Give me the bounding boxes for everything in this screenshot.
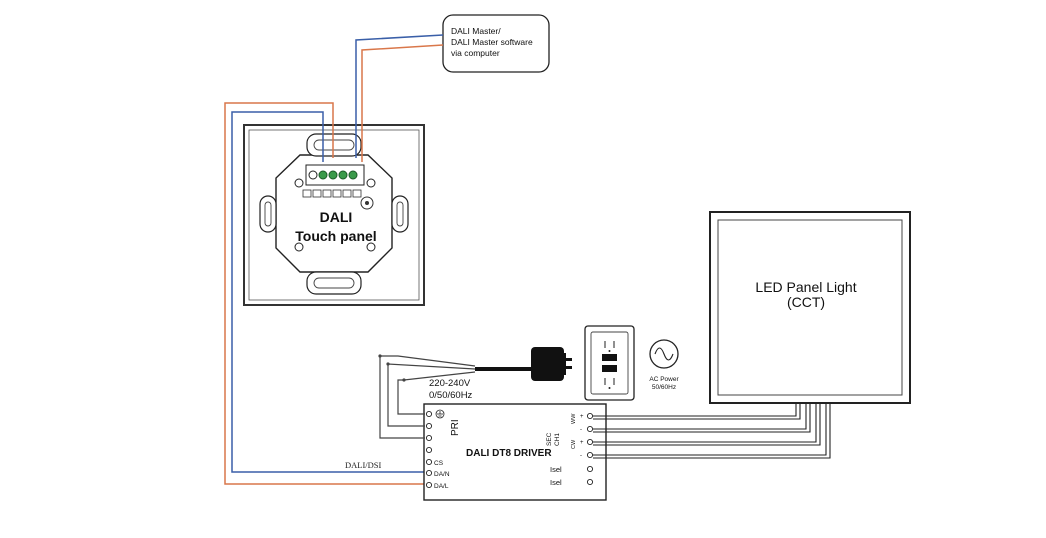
power-plug <box>531 347 572 381</box>
top-screw-tab <box>306 133 362 157</box>
panel-title-line1: DALI <box>320 209 353 225</box>
driver-name: DALI DT8 DRIVER <box>466 448 552 459</box>
svg-text:-: - <box>580 453 582 459</box>
master-label-line3: via computer <box>451 48 500 58</box>
terminal-block <box>305 164 365 186</box>
svg-text:-: - <box>580 427 582 433</box>
ac-power-label: AC Power <box>649 376 679 383</box>
driver-term-dal: DA/L <box>434 483 449 490</box>
master-label-line1: DALI Master/ <box>451 26 501 36</box>
driver-ww-label: WW <box>571 413 577 424</box>
dip-switch-row <box>302 189 362 198</box>
left-mount-slot <box>259 195 277 233</box>
led-panel-light: LED Panel Light (CCT) <box>709 211 911 404</box>
master-label-line2: DALI Master software <box>451 37 533 47</box>
bottom-screw-tab <box>306 271 362 295</box>
right-mount-slot <box>391 195 409 233</box>
driver-ch1-label: CH1 <box>554 433 561 446</box>
driver-isel-2: Isel <box>550 478 562 487</box>
svg-text:+: + <box>580 440 584 446</box>
input-frequency-label: 0/50/60Hz <box>429 390 473 401</box>
dali-dsi-bus-label: DALI/DSI <box>345 460 382 470</box>
mains-wiring <box>378 354 476 439</box>
wall-outlet <box>584 325 635 401</box>
input-voltage-label: 220-240V <box>429 378 471 389</box>
ground-icon <box>435 409 445 419</box>
dali-master-box: DALI Master/ DALI Master software via co… <box>442 14 550 73</box>
driver-pri-label: PRI <box>450 419 461 436</box>
ac-freq-label: 50/60Hz <box>652 384 676 391</box>
led-output-wires <box>593 403 831 459</box>
panel-blue-wire <box>231 111 425 473</box>
ac-source-icon <box>649 339 679 369</box>
rotary-dial <box>360 196 374 210</box>
driver-term-dan: DA/N <box>434 471 450 478</box>
dali-touch-panel: DALI Touch panel <box>243 124 425 306</box>
master-blue-wire <box>355 34 444 158</box>
master-orange-wire <box>361 44 444 162</box>
led-panel-title-line2: (CCT) <box>787 294 825 310</box>
panel-orange-wire <box>224 102 425 485</box>
led-panel-title-line1: LED Panel Light <box>755 279 856 295</box>
dali-dt8-driver: PRI CS DA/N DA/L DALI DT8 DRIVER SEC CH1… <box>423 403 607 501</box>
svg-text:+: + <box>580 414 584 420</box>
driver-sec-label: SEC <box>546 432 553 446</box>
driver-cw-label: CW <box>571 439 577 449</box>
driver-term-cs: CS <box>434 460 444 467</box>
driver-isel-1: Isel <box>550 465 562 474</box>
dali-bus-wires <box>224 34 444 485</box>
panel-title-line2: Touch panel <box>295 228 376 244</box>
